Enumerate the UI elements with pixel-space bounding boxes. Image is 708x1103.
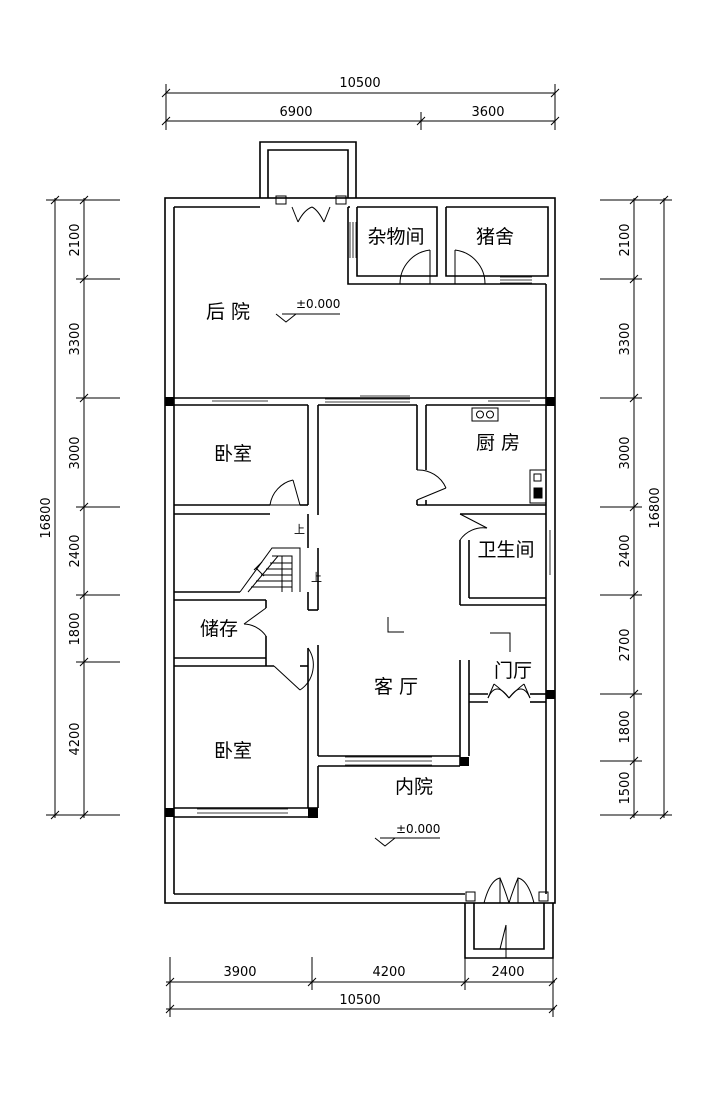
dim-left-6: 4200 [68, 722, 83, 755]
interior-doors [243, 469, 488, 691]
front-double-door [465, 877, 549, 958]
right-dimension-lines [600, 195, 672, 820]
room-label-bedroom-upper: 卧室 [214, 443, 252, 465]
dim-top-total: 10500 [339, 76, 380, 91]
room-label-living-room: 客 厅 [374, 676, 418, 698]
dim-bottom-total: 10500 [339, 993, 380, 1008]
dim-bottom-1: 3900 [223, 965, 256, 980]
bottom-dimension-lines [165, 957, 558, 1017]
foyer-double-door [487, 683, 531, 699]
level-marker-inner-yard [374, 837, 440, 847]
staircase [239, 547, 301, 593]
left-dimension-lines [46, 195, 120, 820]
room-label-storage-room: 杂物间 [367, 226, 424, 248]
dim-left-2: 3300 [68, 322, 83, 355]
room-label-inner-yard: 内院 [395, 776, 433, 798]
dim-right-7: 1500 [618, 771, 633, 804]
storage-room-window [349, 222, 357, 258]
dim-left-5: 1800 [68, 612, 83, 645]
pigsty-door [454, 249, 486, 285]
level-marker-backyard [275, 313, 340, 323]
dim-right-3: 3000 [618, 436, 633, 469]
living-room-marks [387, 617, 511, 652]
level-text-backyard: ±0.000 [296, 297, 340, 311]
dim-left-4: 2400 [68, 534, 83, 567]
storage-room-door [399, 249, 431, 285]
room-label-backyard: 后 院 [206, 301, 250, 323]
dim-right-6: 1800 [618, 710, 633, 743]
stair-up-label-1: 上 [294, 523, 305, 536]
dim-bottom-2: 4200 [372, 965, 405, 980]
room-label-storage: 储存 [200, 618, 238, 640]
dim-right-1: 2100 [618, 223, 633, 256]
pigsty-window [500, 276, 532, 284]
room-label-pigsty: 猪舍 [476, 226, 514, 248]
dim-bottom-3: 2400 [491, 965, 524, 980]
column-posts [165, 397, 555, 818]
dim-left-3: 3000 [68, 436, 83, 469]
dim-left-total: 16800 [39, 497, 54, 538]
dim-top-right: 3600 [471, 105, 504, 120]
level-text-inner-yard: ±0.000 [396, 822, 440, 836]
dim-right-5: 2700 [618, 628, 633, 661]
rear-double-door [275, 195, 347, 223]
room-label-bathroom: 卫生间 [477, 539, 534, 561]
dim-left-1: 2100 [68, 223, 83, 256]
top-dimension-lines [161, 84, 560, 130]
stove-icon [471, 407, 499, 422]
dim-right-4: 2400 [618, 534, 633, 567]
room-label-kitchen: 厨 房 [476, 432, 520, 454]
windows [197, 395, 556, 818]
room-label-foyer: 门厅 [494, 660, 532, 682]
stair-up-label-2: 上 [311, 571, 322, 584]
sink-icon [529, 469, 547, 504]
dim-right-2: 3300 [618, 322, 633, 355]
front-porch [464, 903, 554, 959]
outbuilding-walls [347, 206, 549, 285]
room-label-bedroom-lower: 卧室 [214, 740, 252, 762]
dim-top-left: 6900 [279, 105, 312, 120]
rear-porch [259, 141, 357, 198]
dim-right-total: 16800 [648, 487, 663, 528]
